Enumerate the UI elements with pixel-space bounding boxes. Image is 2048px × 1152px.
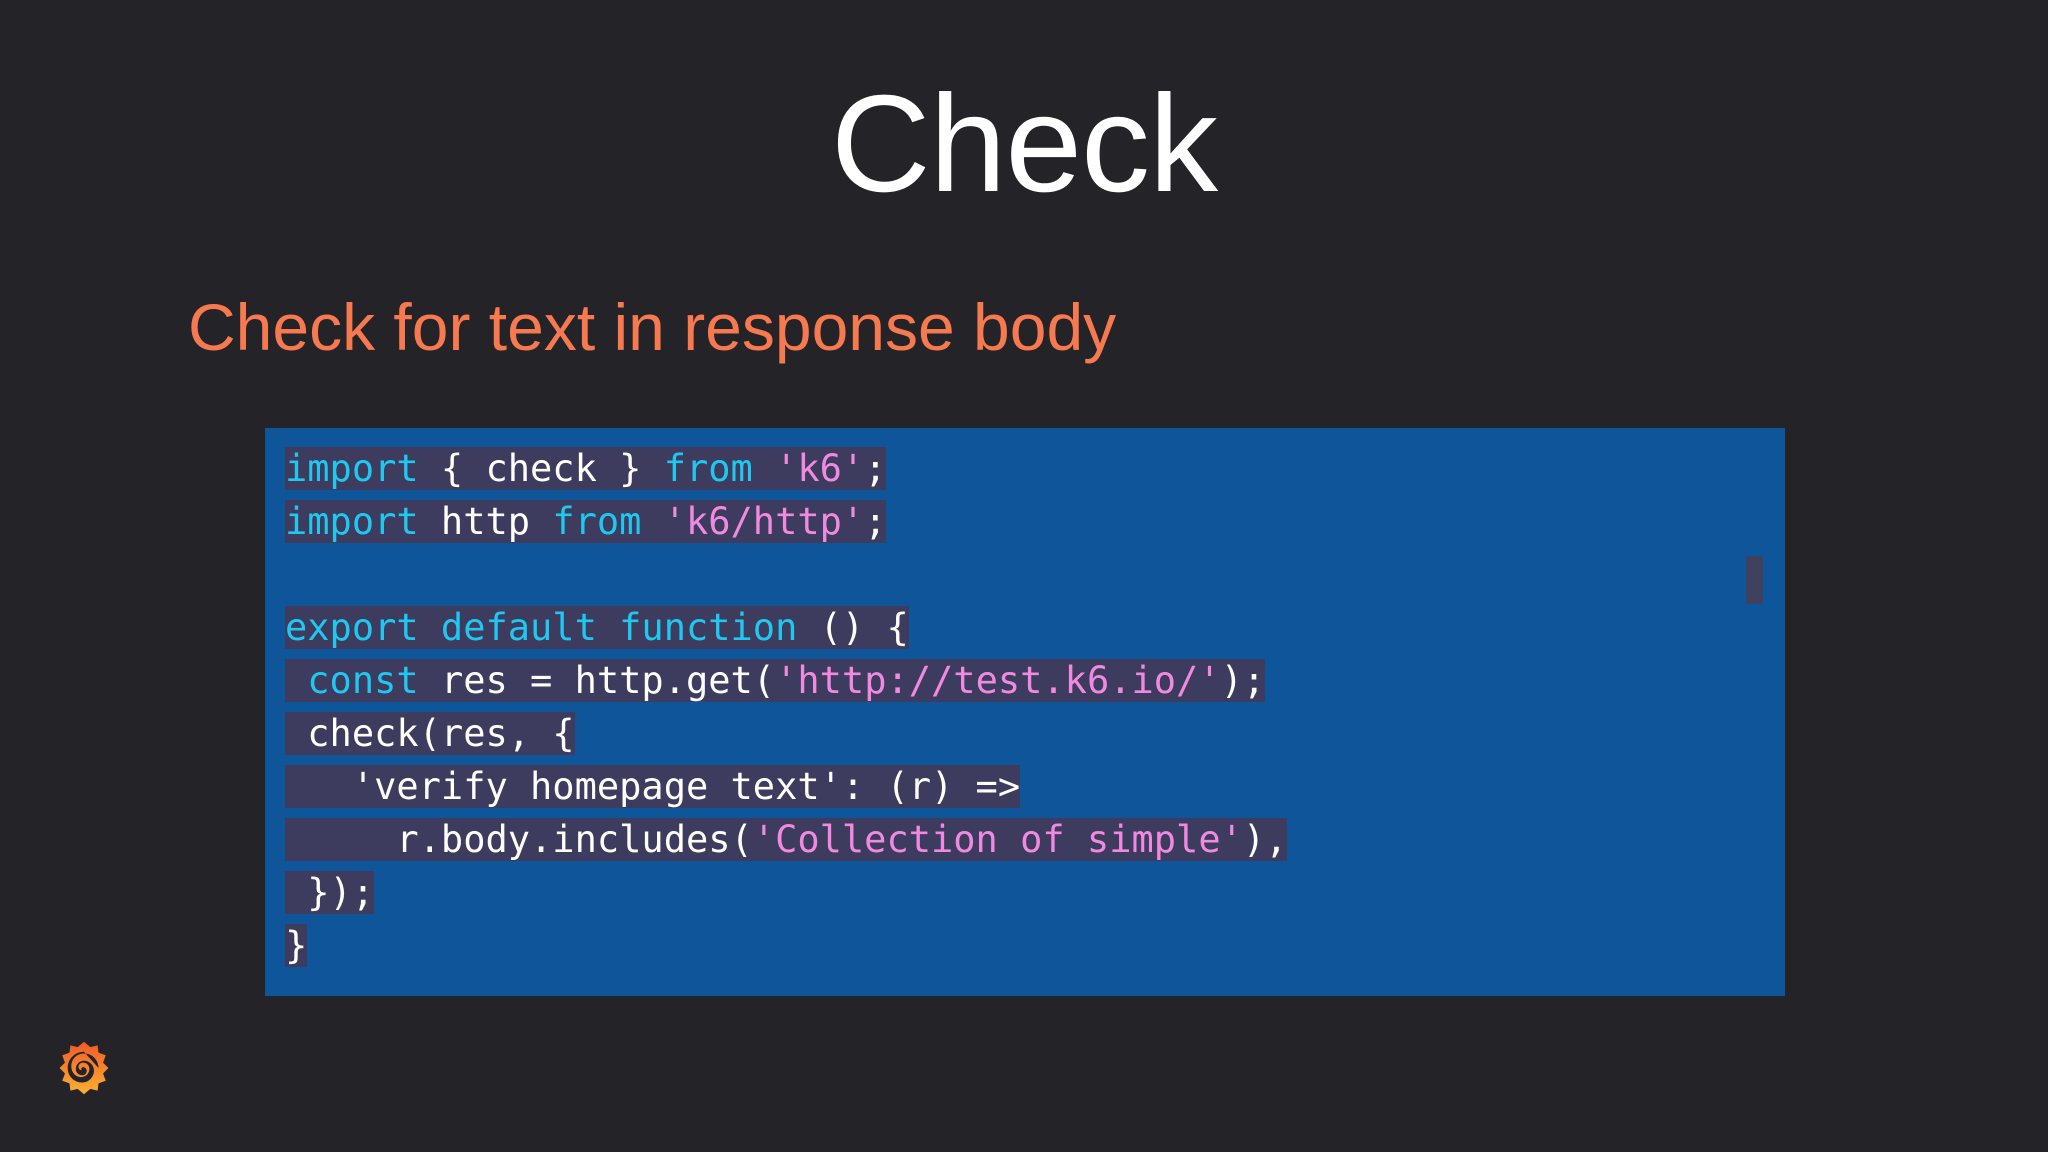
code-token-string: 'k6/http': [663, 500, 865, 543]
code-token-plain: });: [285, 871, 375, 914]
code-token-plain: }: [285, 924, 308, 967]
code-token-keyword: from: [663, 447, 753, 490]
code-token-plain: { check }: [418, 447, 664, 490]
code-line: });: [285, 866, 375, 919]
code-token-keyword: export default function: [285, 606, 798, 649]
code-token-plain: ),: [1242, 818, 1288, 861]
code-block: import { check } from 'k6';import http f…: [265, 428, 1785, 996]
code-token-plain: [641, 500, 663, 543]
code-scrollbar-track[interactable]: [1746, 428, 1776, 996]
code-line-text: });: [285, 871, 375, 914]
code-token-keyword: const: [307, 659, 419, 702]
code-token-plain: check(res, {: [285, 712, 575, 755]
code-token-keyword: from: [552, 500, 642, 543]
code-token-plain: );: [1220, 659, 1266, 702]
code-line: [285, 548, 307, 601]
code-line-text: const res = http.get('http://test.k6.io/…: [285, 659, 1266, 702]
code-line: const res = http.get('http://test.k6.io/…: [285, 654, 1266, 707]
code-token-plain: res = http.get(: [418, 659, 776, 702]
code-line-text: 'verify homepage text': (r) =>: [285, 765, 1021, 808]
code-token-plain: 'verify homepage text': (r) =>: [285, 765, 1021, 808]
code-lines: import { check } from 'k6';import http f…: [265, 442, 1785, 972]
code-line-text: r.body.includes('Collection of simple'),: [285, 818, 1288, 861]
code-token-plain: () {: [797, 606, 909, 649]
code-line-text: check(res, {: [285, 712, 575, 755]
page-title: Check: [830, 67, 1218, 221]
code-token-keyword: import: [285, 500, 419, 543]
code-token-string: 'http://test.k6.io/': [775, 659, 1221, 702]
code-token-keyword: import: [285, 447, 419, 490]
code-line-text: import http from 'k6/http';: [285, 500, 887, 543]
grafana-logo-icon: [55, 1039, 113, 1097]
page-subtitle: Check for text in response body: [188, 290, 1117, 364]
code-line-text: import { check } from 'k6';: [285, 447, 887, 490]
code-line: import { check } from 'k6';: [285, 442, 887, 495]
code-line-text: export default function () {: [285, 606, 909, 649]
code-line-text: [285, 553, 307, 596]
code-token-plain: [753, 447, 775, 490]
code-line: check(res, {: [285, 707, 575, 760]
code-line: import http from 'k6/http';: [285, 495, 887, 548]
code-token-plain: [285, 659, 307, 702]
code-line: export default function () {: [285, 601, 909, 654]
code-token-string: 'k6': [775, 447, 865, 490]
code-token-string: 'Collection of simple': [752, 818, 1243, 861]
code-token-plain: r.body.includes(: [285, 818, 753, 861]
code-scrollbar-thumb[interactable]: [1746, 556, 1763, 604]
code-line: }: [285, 919, 308, 972]
code-line: 'verify homepage text': (r) =>: [285, 760, 1021, 813]
code-token-plain: ;: [864, 500, 887, 543]
code-line-text: }: [285, 924, 308, 967]
code-token-plain: http: [418, 500, 553, 543]
code-token-plain: ;: [864, 447, 887, 490]
code-line: r.body.includes('Collection of simple'),: [285, 813, 1288, 866]
